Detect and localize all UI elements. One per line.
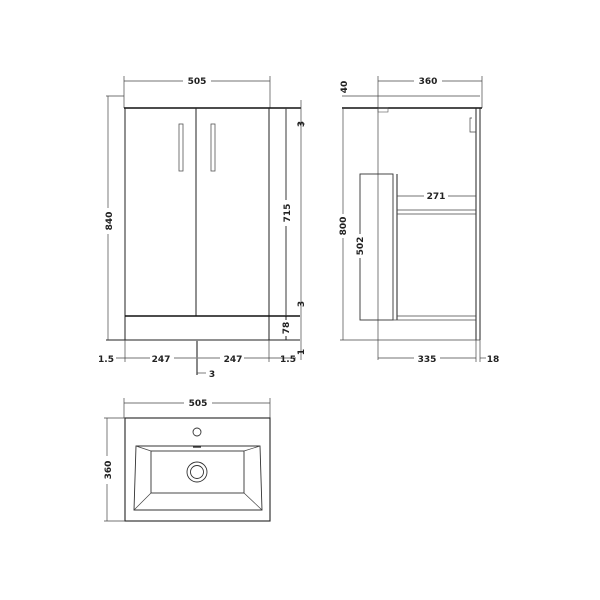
front-view: 505 840 715 3 3 78 1 [98,74,307,380]
bottom-gap-label: 1 [297,349,307,355]
side-depth-label: 360 [419,77,438,87]
door-left-width-label: 247 [152,355,171,365]
door-height-label: 715 [283,204,293,223]
front-height-label: 840 [105,212,115,231]
body-depth-label: 335 [418,355,437,365]
right-side-label: 1.5 [280,355,296,365]
front-width-label: 505 [188,77,207,87]
plinth-height-label: 78 [282,322,292,335]
basin-top-view: 505 360 [101,396,271,522]
side-height-label: 800 [339,217,349,236]
door-handle-right [210,123,216,172]
basin-outline [124,417,271,522]
door-handle-left [178,123,184,172]
door-gap-label: 3 [297,301,307,307]
top-thickness-label: 40 [340,81,350,94]
side-view: 360 40 271 800 502 [337,74,499,365]
door-right-width-label: 247 [224,355,243,365]
tap-hole [192,427,202,437]
top-gap-label: 3 [297,121,307,127]
basin-depth-label: 360 [104,461,114,480]
left-side-label: 1.5 [98,355,114,365]
door-thickness-label: 18 [487,355,500,365]
drain [186,461,208,483]
drawer-height-label: 502 [356,237,366,256]
basin-width-label: 505 [189,399,208,409]
center-gap-label: 3 [209,370,215,380]
drawer-depth-label: 271 [427,192,446,202]
